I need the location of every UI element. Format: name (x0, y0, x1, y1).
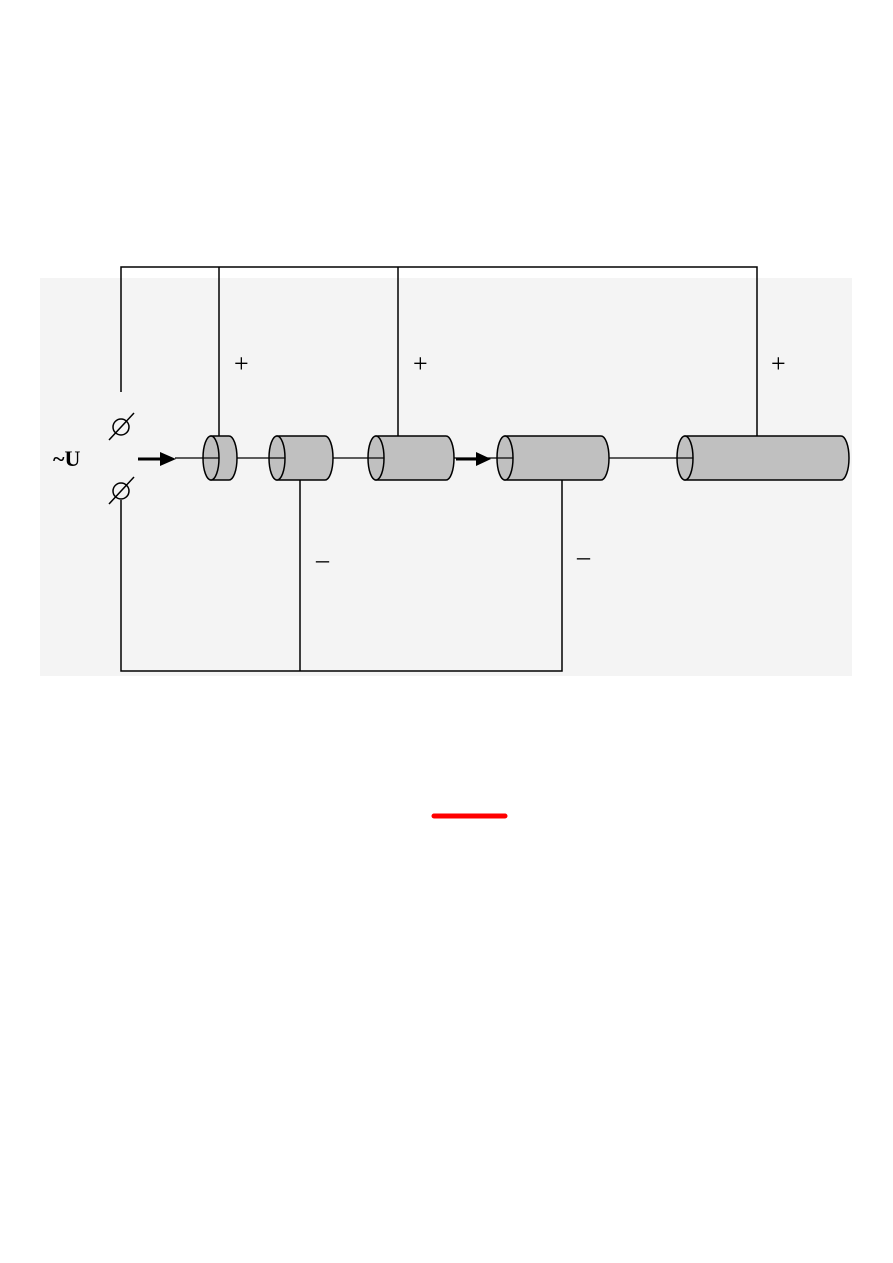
beam-arrow-2 (456, 452, 491, 466)
source-label: ~U (53, 446, 80, 471)
positive-bus (120, 266, 758, 437)
plus-label-3: + (771, 349, 786, 378)
drift-tube-5 (676, 435, 850, 481)
drift-tube-3 (367, 435, 455, 481)
minus-label-2: – (576, 542, 591, 571)
beam-arrow-1 (138, 452, 176, 466)
negative-bus (120, 480, 563, 672)
minus-label-1: – (315, 545, 330, 574)
terminal-bottom (108, 476, 135, 505)
drift-tube-4 (496, 435, 610, 481)
terminal-top (108, 412, 135, 441)
plus-label-1: + (234, 349, 249, 378)
plus-label-2: + (413, 349, 428, 378)
